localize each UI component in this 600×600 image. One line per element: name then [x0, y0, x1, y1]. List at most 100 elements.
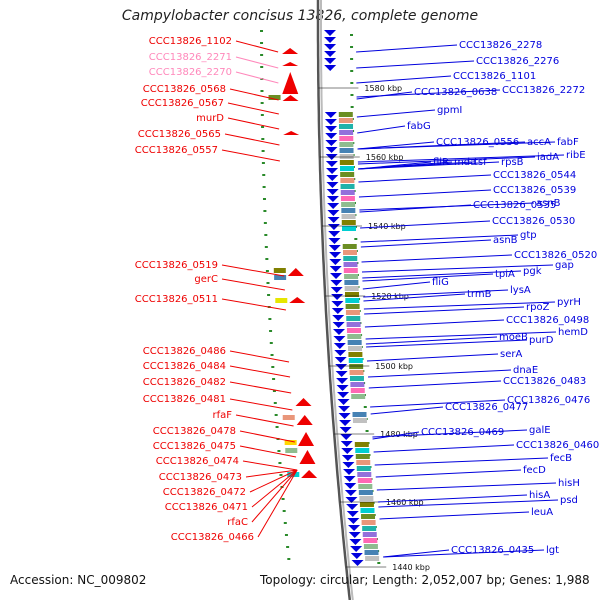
- gene-arrow-right-strand: [348, 532, 361, 538]
- feature-block: [343, 268, 358, 273]
- gene-arrow-right-strand: [337, 399, 350, 405]
- feature-block-left: [275, 298, 288, 303]
- leader-line: [235, 71, 279, 84]
- gene-label-right: gtp: [520, 230, 537, 241]
- tick-left: [264, 234, 268, 236]
- gene-label-right: CCC13826_0539: [493, 185, 576, 196]
- feature-block: [355, 448, 370, 453]
- gene-arrow-right-strand: [327, 217, 340, 223]
- feature-block: [354, 442, 369, 447]
- gene-arrow-right-strand: [346, 511, 359, 517]
- gene-label-right: lysA: [510, 285, 531, 296]
- kbp-tick-label: 1560 kbp: [366, 153, 404, 162]
- gene-arrow-right-strand: [324, 58, 337, 64]
- gene-label-right: rpoZ: [526, 302, 550, 313]
- gene-arrow-right-strand: [326, 189, 339, 195]
- feature-block: [345, 304, 360, 309]
- tick-left: [269, 342, 273, 344]
- gene-label-right: rpsB: [501, 157, 524, 168]
- feature-block: [349, 370, 364, 375]
- gene-arrow-right-strand: [336, 385, 349, 391]
- gene-arrow-right-strand: [348, 525, 361, 531]
- gene-label-right: CCC13826_2272: [502, 85, 585, 96]
- gene-label-right: CCC13826_0556: [436, 137, 519, 148]
- gene-label-left: CCC13826_0466: [171, 532, 254, 543]
- tick-left: [262, 174, 266, 176]
- gene-arrow-right-strand: [327, 224, 340, 230]
- leader-line: [356, 75, 452, 84]
- gene-arrow-right-strand: [329, 252, 342, 258]
- kbp-tick-label: 1440 kbp: [392, 563, 430, 572]
- leader-line: [245, 469, 298, 478]
- tick-left: [271, 366, 275, 368]
- tick-left: [263, 210, 267, 212]
- gene-arrow-right-strand: [325, 126, 338, 132]
- gene-arrow-right-strand: [324, 51, 337, 57]
- feature-block: [341, 220, 356, 225]
- leader-line: [372, 429, 528, 438]
- feature-block: [339, 136, 354, 141]
- feature-block: [339, 130, 354, 135]
- gene-arrow-right-strand: [345, 497, 358, 503]
- gene-label-left: CCC13826_0511: [135, 294, 218, 305]
- feature-block: [344, 286, 359, 291]
- gene-arrow-left-strand: [289, 297, 306, 303]
- gene-label-right: CCC13826_2278: [459, 40, 542, 51]
- feature-block: [339, 148, 354, 153]
- feature-block: [349, 376, 364, 381]
- gene-label-left: CCC13826_0565: [138, 129, 221, 140]
- feature-block: [363, 538, 378, 543]
- feature-block: [358, 490, 373, 495]
- tick-left: [283, 522, 287, 524]
- gene-label-right: lgt: [546, 545, 559, 556]
- gene-label-left: CCC13826_2270: [149, 67, 232, 78]
- gene-label-left: CCC13826_0473: [159, 472, 242, 483]
- tick-left: [277, 450, 281, 452]
- tick-left: [261, 150, 265, 152]
- gene-label-right: leuA: [531, 507, 553, 518]
- tick-left: [260, 30, 264, 32]
- gene-label-left: CCC13826_0475: [153, 441, 236, 452]
- tick-left: [275, 426, 279, 428]
- feature-block: [340, 190, 355, 195]
- backbone: [316, 0, 352, 600]
- topology-text: Topology: circular; Length: 2,052,007 bp…: [260, 573, 590, 587]
- feature-block: [364, 550, 379, 555]
- leader-line: [227, 102, 279, 115]
- leader-line: [362, 273, 494, 282]
- leader-line: [361, 254, 513, 263]
- tick-left: [261, 138, 265, 140]
- gene-label-right: CCC13826_0435: [451, 545, 534, 556]
- gene-arrow-right-strand: [332, 322, 345, 328]
- gene-arrow-right-strand: [336, 378, 349, 384]
- gene-arrow-right-strand: [341, 455, 354, 461]
- backbone-shadow: [320, 0, 354, 600]
- feature-block: [339, 124, 354, 129]
- feature-block: [347, 334, 362, 339]
- gene-arrow-left-strand: [282, 48, 299, 54]
- gene-label-right: galE: [529, 425, 551, 436]
- tick-left: [287, 558, 291, 560]
- gene-arrow-right-strand: [342, 462, 355, 468]
- leader-line: [235, 40, 279, 53]
- leader-line: [370, 399, 506, 408]
- leader-line: [235, 414, 294, 427]
- gene-label-left: rfaC: [227, 517, 248, 528]
- gene-label-right: CCC13826_0460: [516, 440, 599, 451]
- tick-right: [350, 82, 354, 84]
- leader-line: [363, 289, 509, 298]
- leader-line: [383, 549, 450, 558]
- leader-line: [224, 133, 280, 146]
- leader-line: [229, 350, 290, 363]
- leader-line: [376, 482, 557, 491]
- tick-right: [350, 94, 354, 96]
- tick-left: [261, 162, 265, 164]
- gene-label-left: CCC13826_0567: [141, 98, 224, 109]
- leader-line: [366, 353, 499, 362]
- tick-left: [262, 186, 266, 188]
- feature-block: [365, 556, 380, 561]
- gene-arrow-right-strand: [335, 371, 348, 377]
- gene-arrow-left-strand: [287, 268, 304, 276]
- feature-block: [359, 496, 374, 501]
